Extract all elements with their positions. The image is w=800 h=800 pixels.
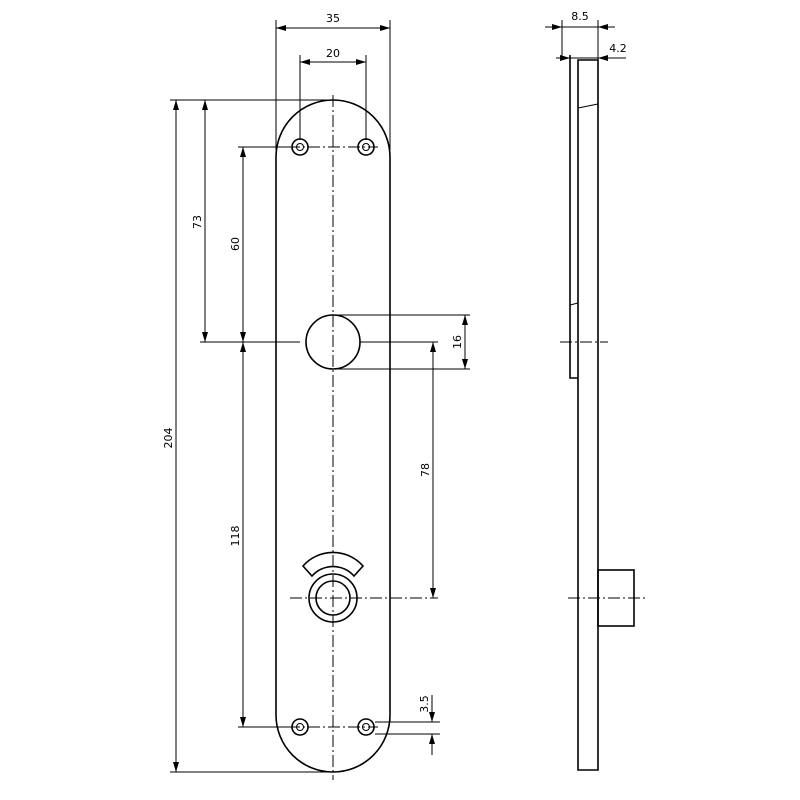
dim-35: 35: [275, 12, 391, 150]
dim-label: 8.5: [571, 10, 589, 23]
dim-label: 78: [419, 463, 432, 477]
dim-204: 204: [162, 99, 333, 773]
dim-label: 204: [162, 428, 175, 449]
dim-label: 35: [326, 12, 340, 25]
dim-label: 60: [229, 237, 242, 251]
dim-73: 73: [191, 100, 300, 343]
dim-20: 20: [299, 47, 367, 140]
dim-label: 118: [229, 526, 242, 547]
dim-78: 78: [360, 341, 438, 598]
dim-16: 16: [333, 314, 470, 370]
dim-8-5: 8.5: [545, 10, 615, 60]
dim-label: 20: [326, 47, 340, 60]
dim-4-2: 4.2: [556, 42, 627, 61]
front-view: 35 20 204 73 60 118 78 16: [162, 12, 470, 780]
dim-label: 3.5: [418, 695, 431, 713]
dim-label: 16: [451, 335, 464, 349]
side-plate-outline: [577, 59, 599, 771]
dim-3-5: 3.5: [375, 695, 440, 755]
dim-60: 60: [229, 146, 290, 342]
dim-label: 73: [191, 215, 204, 229]
dim-label: 4.2: [609, 42, 627, 55]
dim-118: 118: [229, 342, 290, 728]
side-view: 8.5 4.2: [545, 10, 648, 771]
escutcheon-plate-outline: [275, 99, 391, 773]
turn-indicator: [290, 551, 438, 623]
